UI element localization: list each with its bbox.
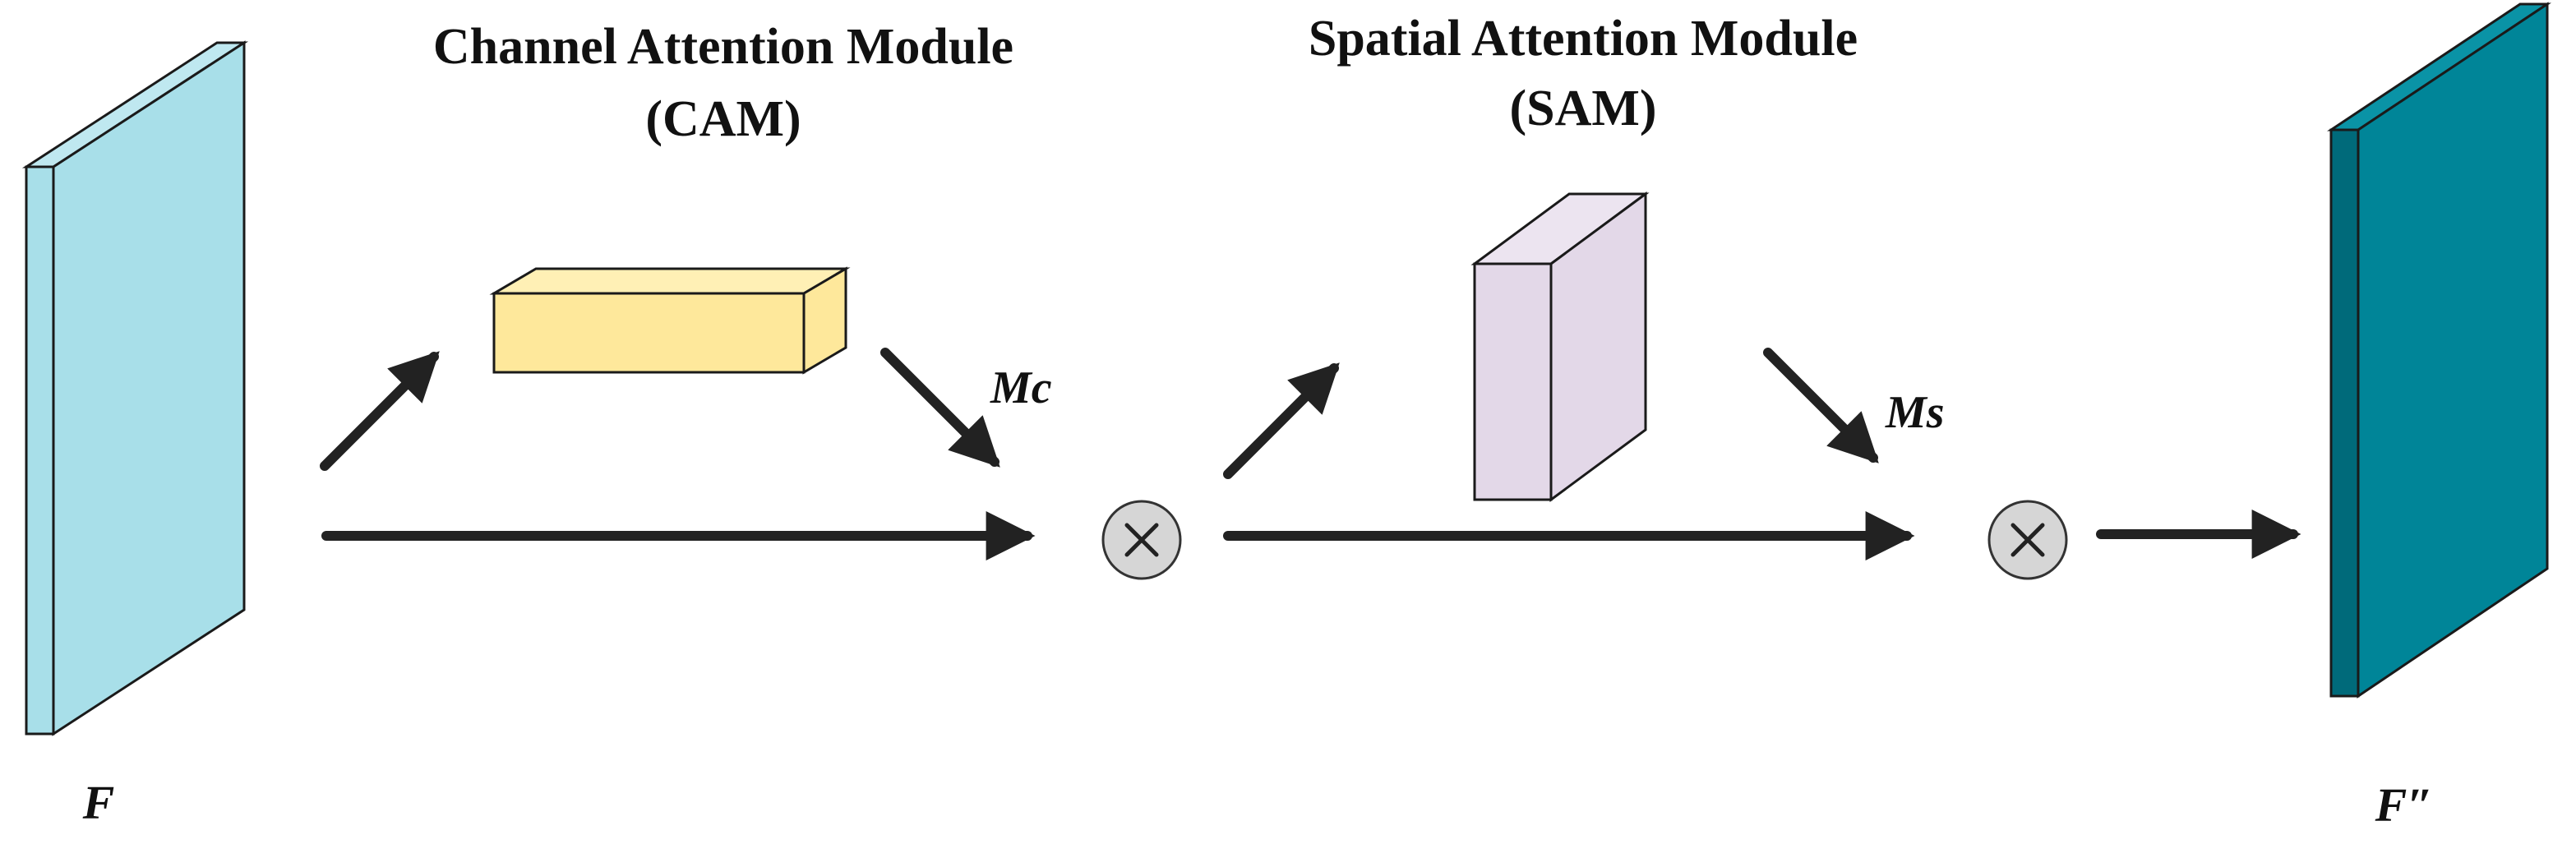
sam-title: Spatial Attention Module <box>1309 11 1858 67</box>
multiply-operator-1 <box>1101 500 1182 580</box>
cam-block-top <box>489 267 851 295</box>
multiply-icon <box>1124 523 1159 557</box>
sam-block-front <box>1473 262 1553 501</box>
arrow-multiply-to-sam <box>1223 362 1340 479</box>
output-f-label: F″ <box>2375 778 2434 832</box>
output-map-front <box>2329 128 2360 698</box>
sam-abbr: (SAM) <box>1509 81 1656 136</box>
sam-block <box>1470 191 1650 502</box>
input-f-label: F <box>82 776 115 829</box>
output-map-side <box>2357 2 2549 699</box>
input-map-front <box>25 165 55 736</box>
arrow-input-to-cam <box>320 351 440 471</box>
cam-title: Channel Attention Module <box>433 19 1013 75</box>
mc-label: Mc <box>990 362 1052 413</box>
input-map-side <box>52 40 246 736</box>
multiply-icon <box>2010 523 2045 557</box>
cam-abbr: (CAM) <box>645 91 801 147</box>
multiply-operator-2 <box>1987 500 2068 580</box>
arrow-sam-to-multiply <box>1763 348 1879 464</box>
output-feature-map <box>2327 2 2551 699</box>
input-feature-map <box>21 40 249 736</box>
cam-block-front <box>492 292 806 374</box>
ms-label: Ms <box>1885 387 1945 438</box>
arrow-cam-to-multiply <box>880 348 1000 468</box>
cam-block <box>489 266 851 375</box>
